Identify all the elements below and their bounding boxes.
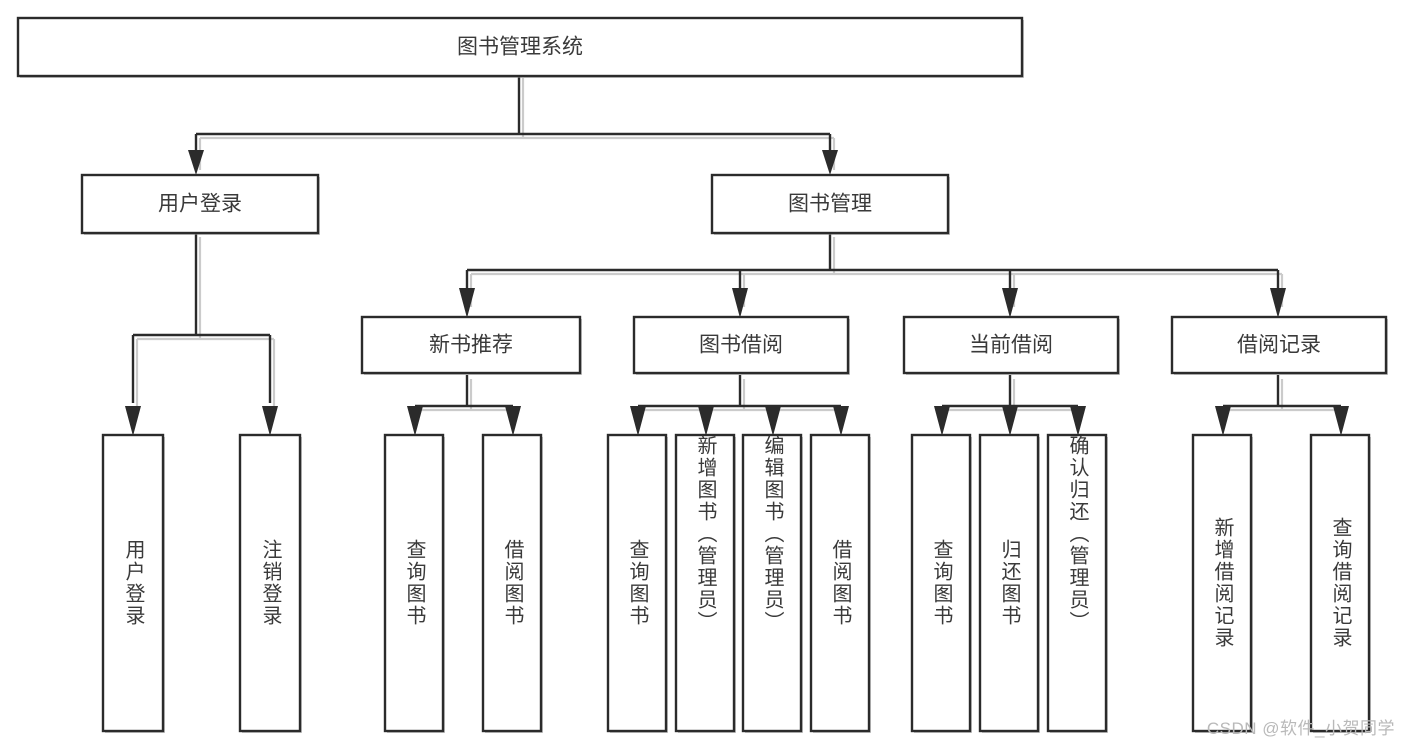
arrow-to-leaf-borrow-book	[833, 406, 849, 436]
connector-root-to-level2	[194, 74, 832, 166]
node-root[interactable]: 图书管理系统	[16, 16, 1024, 78]
connector-user-login-to-leaves	[131, 233, 272, 403]
leaf-box-leaf-user-login[interactable]	[101, 433, 165, 733]
node-borrow-record[interactable]: 借阅记录	[1170, 315, 1388, 375]
arrow-to-book-manage	[822, 150, 838, 175]
arrow-to-leaf-add-record	[1215, 406, 1231, 436]
arrow-to-leaf-query-book-rec	[407, 406, 423, 436]
leaf-box-leaf-query-record[interactable]	[1309, 433, 1371, 733]
connector-book-borrow-to-leaves	[636, 375, 843, 412]
arrow-to-leaf-user-logout	[262, 406, 278, 436]
arrow-to-borrow-record	[1270, 288, 1286, 318]
arrow-to-leaf-return-book	[1002, 406, 1018, 436]
node-book-manage-label: 图书管理	[788, 193, 872, 216]
node-new-book-recommend-label: 新书推荐	[429, 334, 513, 357]
leaf-box-leaf-borrow-book-rec[interactable]	[481, 433, 543, 733]
node-user-login-box[interactable]	[80, 173, 320, 235]
leaf-box-leaf-user-logout[interactable]	[238, 433, 302, 733]
node-borrow-record-box[interactable]	[1170, 315, 1388, 375]
arrow-to-leaf-query-book-cur	[934, 406, 950, 436]
node-book-borrow-box[interactable]	[632, 315, 850, 375]
arrow-to-leaf-borrow-book-rec	[505, 406, 521, 436]
leaf-box-leaf-query-book-cur[interactable]	[910, 433, 972, 733]
node-user-login[interactable]: 用户登录	[80, 173, 320, 235]
leaf-box-leaf-edit-book[interactable]	[741, 433, 803, 733]
arrow-to-new-book-recommend	[459, 288, 475, 318]
node-root-label: 图书管理系统	[457, 36, 583, 59]
node-current-borrow-box[interactable]	[902, 315, 1120, 375]
leaf-layer	[101, 433, 1371, 733]
node-book-manage[interactable]: 图书管理	[710, 173, 950, 235]
node-new-book-recommend[interactable]: 新书推荐	[360, 315, 582, 375]
leaf-box-leaf-borrow-book[interactable]	[809, 433, 871, 733]
node-root-box[interactable]	[16, 16, 1024, 78]
node-current-borrow[interactable]: 当前借阅	[902, 315, 1120, 375]
connector-new-book-recommend-shadow	[417, 379, 519, 416]
node-book-manage-box[interactable]	[710, 173, 950, 235]
arrow-to-leaf-user-login	[125, 406, 141, 436]
node-user-login-label: 用户登录	[158, 193, 242, 216]
leaf-box-leaf-return-book[interactable]	[978, 433, 1040, 733]
leaf-box-leaf-confirm-return[interactable]	[1046, 433, 1108, 733]
arrow-to-book-borrow	[732, 288, 748, 318]
node-book-borrow-label: 图书借阅	[699, 334, 783, 357]
node-book-borrow[interactable]: 图书借阅	[632, 315, 850, 375]
arrow-to-leaf-add-book	[698, 406, 714, 436]
leaf-box-leaf-add-record[interactable]	[1191, 433, 1253, 733]
arrow-to-leaf-query-book-borrow	[630, 406, 646, 436]
arrow-to-leaf-confirm-return	[1070, 406, 1086, 436]
node-new-book-recommend-box[interactable]	[360, 315, 582, 375]
connector-layer	[125, 74, 1349, 436]
leaf-box-leaf-query-book-rec[interactable]	[383, 433, 445, 733]
node-borrow-record-label: 借阅记录	[1237, 334, 1321, 357]
leaf-box-leaf-add-book[interactable]	[674, 433, 736, 733]
connector-borrow-record-shadow	[1225, 379, 1347, 416]
leaf-box-leaf-query-book-borrow[interactable]	[606, 433, 668, 733]
connector-borrow-record-to-leaves	[1221, 375, 1343, 412]
connector-user-login-shadow	[135, 237, 276, 407]
connector-root-shadow	[198, 78, 836, 170]
connector-book-manage-to-level3	[465, 233, 1280, 303]
csdn-watermark: CSDN @软件_小贺同学	[1206, 719, 1395, 738]
arrow-to-current-borrow	[1002, 288, 1018, 318]
arrow-to-leaf-query-record	[1333, 406, 1349, 436]
arrow-to-user-login	[188, 150, 204, 175]
connector-book-manage-shadow	[469, 237, 1284, 307]
node-current-borrow-label: 当前借阅	[969, 334, 1053, 357]
connector-new-book-recommend-to-leaves	[413, 375, 515, 412]
connector-book-borrow-shadow	[640, 379, 847, 416]
arrow-to-leaf-edit-book	[765, 406, 781, 436]
